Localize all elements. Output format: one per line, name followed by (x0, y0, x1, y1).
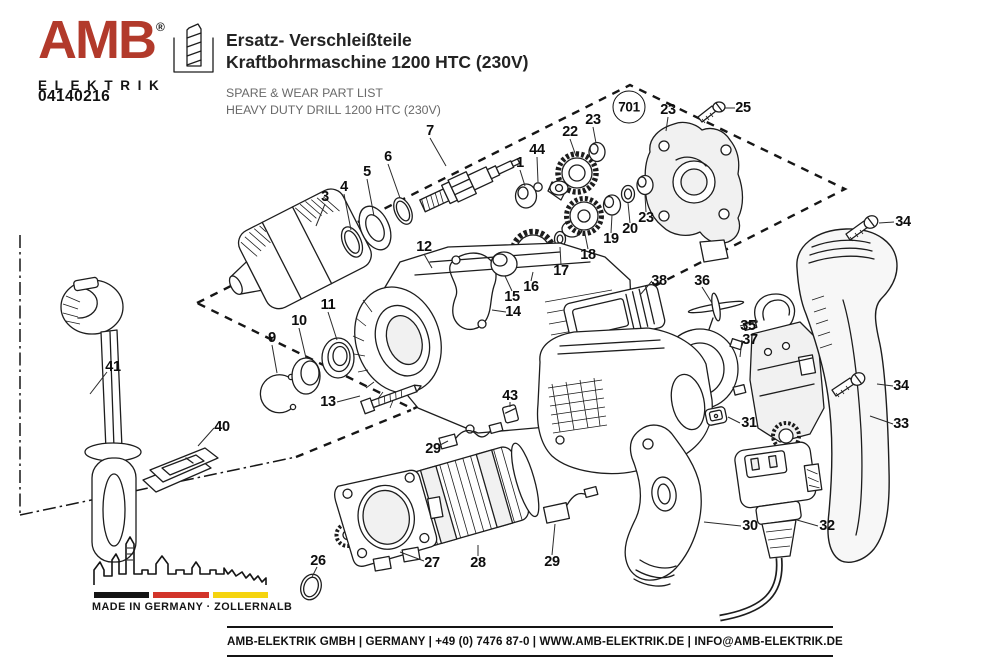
part-22-gear (547, 151, 599, 201)
part-44-ball (533, 182, 543, 192)
part-34-screw-top (845, 215, 879, 242)
title-english-line2: HEAVY DUTY DRILL 1200 HTC (230V) (226, 102, 441, 117)
part-43-block (502, 404, 519, 424)
zollernalb-skyline (93, 536, 267, 585)
german-flag-bar (94, 592, 268, 598)
part-14-gasket (449, 252, 497, 331)
part-4-ring (340, 226, 364, 258)
part-23-bushing-upper (588, 141, 606, 163)
document-number: 04140216 (38, 88, 111, 105)
part-35-switch-assembly (742, 293, 825, 473)
part-41-side-handle (60, 276, 142, 563)
part-6-ring (393, 197, 413, 225)
logo-registered-mark: ® (155, 20, 165, 34)
title-german-line1: Ersatz- Verschleißteile (226, 30, 412, 50)
footer-contact-text: AMB-ELEKTRIK GMBH | GERMANY | +49 (0) 74… (227, 635, 843, 648)
made-in-germany-text: MADE IN GERMANY · ZOLLERNALB (92, 601, 293, 613)
part-9-circlip (259, 373, 297, 414)
part-18-gear (561, 196, 604, 238)
part-15-bushing (490, 251, 518, 277)
part-29-brush-upper (438, 421, 504, 450)
part-40-depth-stop (142, 447, 219, 493)
part-34-screw-bottom (831, 372, 866, 398)
part-10-ring (291, 357, 321, 395)
part-3-chuck (228, 188, 372, 310)
part-29-brush-lower (542, 485, 599, 524)
logo-brand-text: AMB (38, 10, 157, 70)
title-english-line1: SPARE & WEAR PART LIST (226, 86, 383, 101)
title-german-line2: Kraftbohrmaschine 1200 HTC (230V) (226, 51, 529, 72)
amb-logo: AMB ® ELEKTRIK (38, 10, 217, 93)
made-in-germany-badge: MADE IN GERMANY · ZOLLERNALB (92, 530, 293, 613)
part-36-blade-pin (687, 292, 745, 339)
part-5-washer (358, 205, 392, 251)
part-23-bushing-lower (636, 174, 654, 196)
part-7-spindle (419, 158, 521, 213)
part-23-gear-housing (644, 121, 744, 263)
part-25-screw (697, 101, 726, 124)
title-block: Ersatz- Verschleißteile Kraftbohrmaschin… (226, 30, 528, 118)
part-30-grip (624, 424, 702, 587)
part-1-bushing (514, 183, 538, 209)
part-30-motor-housing (536, 327, 713, 475)
part-32-cable-plug (719, 441, 823, 622)
part-13-bolt (360, 384, 422, 415)
leader-lines (89, 107, 895, 578)
part-19-bushing (602, 194, 622, 216)
part-26-o-ring (300, 573, 322, 601)
footer-contact-bar: AMB-ELEKTRIK GMBH | GERMANY | +49 (0) 74… (227, 626, 843, 657)
part-20-washer (620, 184, 636, 204)
part-27-end-shield (334, 469, 444, 572)
part-31-button (704, 406, 728, 426)
drill-bit-icon (173, 23, 214, 73)
part-11-bearing (321, 337, 355, 379)
part-33-handle-shell (796, 228, 898, 563)
logo-sub-text: ELEKTRIK (38, 78, 167, 93)
